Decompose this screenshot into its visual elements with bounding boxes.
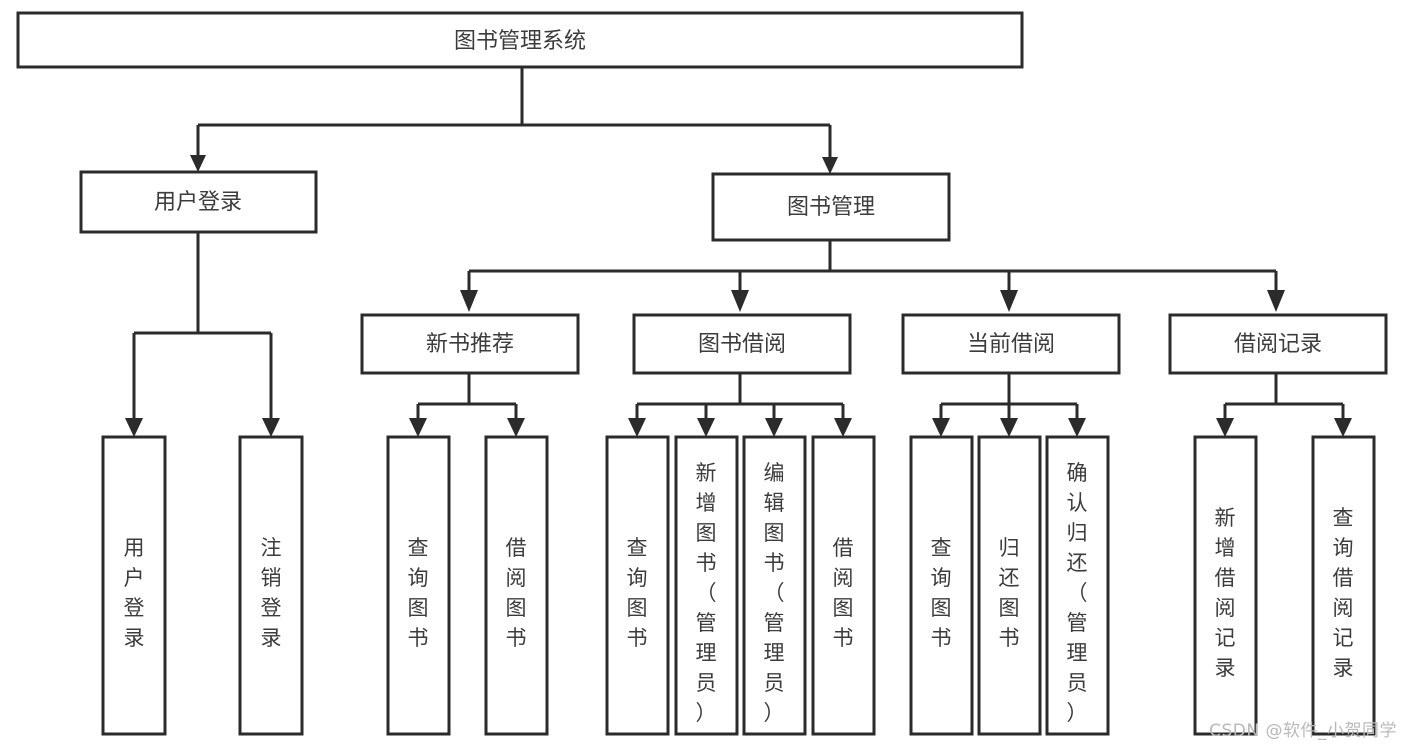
leaf-add-record-box[interactable] [1193, 435, 1258, 736]
node-book-borrow[interactable]: 图书借阅 [632, 313, 852, 375]
arrow-to-user-login [190, 155, 206, 172]
connector-current-borrow-bus [939, 373, 1079, 420]
arrow-to-leaf-query-record [1334, 418, 1352, 437]
node-user-login[interactable]: 用户登录 [79, 170, 318, 234]
arrow-to-leaf-query-book-3 [932, 418, 950, 437]
arrow-to-leaf-logout [262, 418, 280, 437]
arrow-to-leaf-return-book [1000, 418, 1018, 437]
node-leaf-confirm-return[interactable]: 确认归还（管理员） [1045, 435, 1110, 736]
leaf-borrow-book-2-label: 借阅图书 [833, 536, 854, 650]
root-label: 图书管理系统 [454, 29, 586, 54]
connector-layer [125, 67, 1352, 437]
node-book-manage[interactable]: 图书管理 [711, 172, 951, 242]
leaf-confirm-return-label: 确认归还（管理员） [1067, 461, 1088, 725]
node-root[interactable]: 图书管理系统 [16, 11, 1024, 69]
leaf-edit-book-label: 编辑图书（管理员） [764, 461, 785, 725]
connector-borrow-record-bus [1223, 373, 1345, 420]
arrow-to-current-borrow [1000, 290, 1018, 312]
node-leaf-add-book[interactable]: 新增图书（管理员） [674, 435, 739, 736]
leaf-confirm-return-box[interactable] [1045, 435, 1110, 736]
user-login-box[interactable] [79, 170, 318, 234]
node-leaf-borrow-book-2[interactable]: 借阅图书 [811, 435, 876, 736]
node-leaf-query-book-2[interactable]: 查询图书 [605, 435, 670, 736]
borrow-record-label: 借阅记录 [1234, 332, 1322, 357]
current-borrow-label: 当前借阅 [967, 332, 1055, 357]
borrow-record-box[interactable] [1168, 313, 1388, 375]
arrow-to-leaf-borrow-book-2 [834, 418, 852, 437]
connector-new-book-recommend-bus [416, 373, 518, 420]
leaf-user-login-box[interactable] [101, 435, 167, 736]
new-book-recommend-box[interactable] [360, 313, 580, 375]
arrow-to-book-borrow [731, 290, 749, 312]
leaf-query-record-box[interactable] [1311, 435, 1376, 736]
leaf-return-book-label: 归还图书 [999, 536, 1020, 650]
leaf-query-book-3-box[interactable] [909, 435, 974, 736]
leaf-query-book-3-label: 查询图书 [931, 536, 952, 650]
new-book-recommend-label: 新书推荐 [426, 332, 514, 357]
connector-user-login-bus [132, 232, 273, 420]
leaf-borrow-book-2-box[interactable] [811, 435, 876, 736]
arrow-to-leaf-query-book-2 [628, 418, 646, 437]
leaf-borrow-book-1-label: 借阅图书 [506, 536, 527, 650]
node-leaf-logout[interactable]: 注销登录 [238, 435, 304, 736]
book-manage-label: 图书管理 [787, 195, 875, 220]
leaf-query-book-2-box[interactable] [605, 435, 670, 736]
user-login-label: 用户登录 [154, 190, 242, 215]
leaf-add-book-box[interactable] [674, 435, 739, 736]
book-borrow-box[interactable] [632, 313, 852, 375]
arrow-to-leaf-query-book-1 [409, 418, 427, 437]
leaf-logout-label: 注销登录 [261, 536, 282, 650]
node-leaf-borrow-book-1[interactable]: 借阅图书 [484, 435, 549, 736]
arrow-to-book-manage [822, 157, 838, 174]
leaf-query-book-1-label: 查询图书 [408, 536, 429, 650]
node-leaf-user-login[interactable]: 用户登录 [101, 435, 167, 736]
current-borrow-box[interactable] [901, 313, 1121, 375]
arrow-to-leaf-add-record [1216, 418, 1234, 437]
root-box[interactable] [16, 11, 1024, 69]
node-current-borrow[interactable]: 当前借阅 [901, 313, 1121, 375]
connector-book-borrow-bus [635, 373, 845, 420]
leaf-user-login-label: 用户登录 [124, 536, 145, 650]
leaf-query-book-1-box[interactable] [386, 435, 451, 736]
connector-root-to-level2 [196, 67, 832, 157]
node-leaf-add-record[interactable]: 新增借阅记录 [1193, 435, 1258, 736]
leaf-query-record-label: 查询借阅记录 [1333, 506, 1354, 680]
arrow-to-new-book-recommend [460, 290, 478, 312]
arrow-to-leaf-user-login [125, 418, 143, 437]
arrow-to-leaf-borrow-book-1 [507, 418, 525, 437]
leaf-query-book-2-label: 查询图书 [627, 536, 648, 650]
node-leaf-query-book-1[interactable]: 查询图书 [386, 435, 451, 736]
leaf-add-record-label: 新增借阅记录 [1215, 506, 1236, 680]
node-new-book-recommend[interactable]: 新书推荐 [360, 313, 580, 375]
leaf-add-book-label: 新增图书（管理员） [696, 461, 717, 725]
leaf-edit-book-box[interactable] [742, 435, 807, 736]
connector-book-manage-bus [467, 240, 1278, 290]
node-leaf-query-book-3[interactable]: 查询图书 [909, 435, 974, 736]
book-borrow-label: 图书借阅 [698, 332, 786, 357]
leaf-return-book-box[interactable] [977, 435, 1042, 736]
book-manage-box[interactable] [711, 172, 951, 242]
node-leaf-query-record[interactable]: 查询借阅记录 [1311, 435, 1376, 736]
node-leaf-edit-book[interactable]: 编辑图书（管理员） [742, 435, 807, 736]
leaf-borrow-book-1-box[interactable] [484, 435, 549, 736]
arrow-to-borrow-record [1267, 290, 1285, 312]
arrow-to-leaf-confirm-return [1068, 418, 1086, 437]
leaf-logout-box[interactable] [238, 435, 304, 736]
arrow-to-leaf-add-book [697, 418, 715, 437]
arrow-to-leaf-edit-book [765, 418, 783, 437]
node-borrow-record[interactable]: 借阅记录 [1168, 313, 1388, 375]
node-leaf-return-book[interactable]: 归还图书 [977, 435, 1042, 736]
